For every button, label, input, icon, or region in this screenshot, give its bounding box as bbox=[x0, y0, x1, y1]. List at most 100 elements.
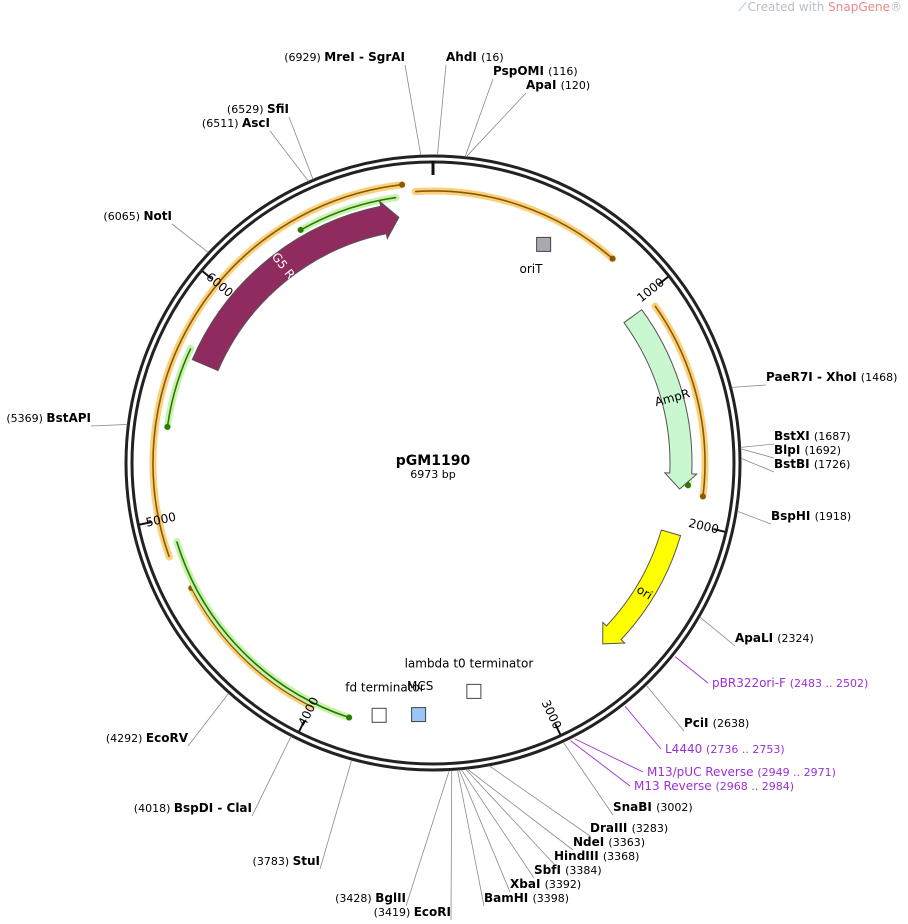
primer-label: M13/pUC Reverse (2949 .. 2971) bbox=[647, 765, 836, 779]
site-label: (4292) EcoRV bbox=[106, 731, 189, 745]
primer-position: (2968 .. 2984) bbox=[716, 780, 795, 793]
site-name: BstBI bbox=[774, 457, 814, 471]
site-leader-line bbox=[450, 770, 453, 921]
site-leader-line bbox=[319, 759, 353, 870]
restriction-site: (5369) BstAPI bbox=[6, 411, 128, 427]
snapgene-logo-icon: ⁄ bbox=[741, 0, 744, 14]
orf-arrow bbox=[300, 196, 397, 231]
restriction-site: BspHI (1918) bbox=[737, 509, 851, 525]
tick-label: 3000 bbox=[539, 698, 565, 732]
restriction-site: (6065) NotI bbox=[103, 209, 209, 253]
site-name: EcoRI bbox=[414, 905, 451, 919]
primer-name: L4440 bbox=[665, 742, 706, 756]
site-name: AhdI bbox=[446, 50, 481, 64]
site-leader-line bbox=[465, 92, 527, 158]
site-label: PaeR7I - XhoI (1468) bbox=[766, 370, 897, 384]
restriction-site: AhdI (16) bbox=[437, 50, 504, 156]
site-label: BstXI (1687) bbox=[774, 429, 851, 443]
site-position: (3428) bbox=[335, 892, 375, 905]
orf-arrowhead bbox=[699, 493, 706, 500]
site-name: XbaI bbox=[510, 877, 545, 891]
site-position: (1692) bbox=[805, 444, 842, 457]
feature-label: oriT bbox=[520, 262, 544, 276]
site-label: HindIII (3368) bbox=[554, 849, 639, 863]
orf-arrow bbox=[190, 587, 312, 708]
site-name: NdeI bbox=[573, 835, 608, 849]
site-position: (3283) bbox=[632, 822, 669, 835]
primer-leader-line bbox=[624, 706, 662, 750]
site-name: SnaBI bbox=[613, 800, 656, 814]
site-name: BstXI bbox=[774, 429, 814, 443]
site-leader-line bbox=[740, 448, 775, 459]
site-label: (5369) BstAPI bbox=[6, 411, 91, 425]
feature-box bbox=[466, 683, 482, 699]
site-label: BstBI (1726) bbox=[774, 457, 850, 471]
primer-label: M13 Reverse (2968 .. 2984) bbox=[634, 779, 794, 793]
orf-arrowhead bbox=[164, 423, 171, 430]
feature-arrow bbox=[623, 308, 699, 490]
site-position: (6529) bbox=[227, 103, 267, 116]
site-name: NotI bbox=[144, 209, 173, 223]
site-position: (3363) bbox=[608, 836, 645, 849]
primer-name: pBR322ori-F bbox=[712, 676, 790, 690]
site-leader-line bbox=[405, 770, 450, 907]
primer-position: (2736 .. 2753) bbox=[706, 743, 785, 756]
site-name: SfiI bbox=[267, 102, 289, 116]
primer-leader-line bbox=[574, 738, 644, 773]
site-position: (3419) bbox=[374, 906, 414, 919]
primer-position: (2483 .. 2502) bbox=[790, 677, 869, 690]
tick-mark bbox=[139, 521, 152, 526]
site-position: (3384) bbox=[565, 864, 602, 877]
site-name: BglII bbox=[375, 891, 406, 905]
site-name: EcoRV bbox=[146, 731, 189, 745]
site-label: SbfI (3384) bbox=[534, 863, 602, 877]
site-label: (4018) BspDI - ClaI bbox=[134, 801, 252, 815]
restriction-site: (4018) BspDI - ClaI bbox=[134, 736, 292, 817]
site-position: (3392) bbox=[545, 878, 582, 891]
primer-position: (2949 .. 2971) bbox=[757, 766, 836, 779]
site-leader-line bbox=[251, 736, 292, 817]
restriction-site: SbfI (3384) bbox=[461, 769, 602, 879]
plasmid-size: 6973 bp bbox=[410, 468, 455, 481]
site-leader-line bbox=[288, 116, 314, 180]
site-leader-line bbox=[187, 693, 229, 747]
restriction-site: (6511) AscI bbox=[202, 116, 309, 182]
orf-arrow bbox=[415, 190, 614, 260]
site-label: (3428) BglII bbox=[335, 891, 406, 905]
restriction-site: (3419) EcoRI bbox=[374, 770, 453, 921]
restriction-site: (3428) BglII bbox=[335, 770, 450, 907]
feature-arrow bbox=[191, 200, 400, 372]
site-label: (6065) NotI bbox=[103, 209, 172, 223]
site-leader-line bbox=[731, 384, 767, 388]
site-leader-line bbox=[464, 78, 494, 157]
site-position: (2638) bbox=[713, 717, 750, 730]
site-leader-line bbox=[740, 457, 775, 473]
tick-mark bbox=[713, 528, 726, 533]
feature-arrow bbox=[602, 529, 682, 645]
orf-arrow bbox=[654, 305, 706, 497]
site-leader-line bbox=[465, 768, 555, 865]
primer-label: L4440 (2736 .. 2753) bbox=[665, 742, 785, 756]
site-label: PciI (2638) bbox=[684, 716, 749, 730]
orf-halo bbox=[173, 537, 353, 722]
site-label: XbaI (3392) bbox=[510, 877, 581, 891]
orf-arrowhead bbox=[346, 714, 353, 721]
site-leader-line bbox=[737, 510, 772, 525]
site-label: (3783) StuI bbox=[253, 854, 320, 868]
feature-label: MCS bbox=[407, 679, 433, 693]
site-label: BlpI (1692) bbox=[774, 443, 841, 457]
site-leader-line bbox=[488, 765, 591, 837]
site-position: (1687) bbox=[814, 430, 851, 443]
snapgene-watermark: ⁄Created with SnapGene® bbox=[741, 0, 902, 14]
site-name: PciI bbox=[684, 716, 713, 730]
site-leader-line bbox=[437, 64, 447, 156]
site-name: AscI bbox=[242, 116, 270, 130]
primer: L4440 (2736 .. 2753) bbox=[624, 706, 785, 756]
site-leader-line bbox=[461, 769, 535, 879]
site-leader-line bbox=[645, 685, 685, 732]
restriction-site: BlpI (1692) bbox=[740, 443, 841, 459]
site-leader-line bbox=[404, 64, 422, 156]
site-label: (6529) SfiI bbox=[227, 102, 289, 116]
site-label: (6929) MreI - SgrAI bbox=[284, 50, 405, 64]
